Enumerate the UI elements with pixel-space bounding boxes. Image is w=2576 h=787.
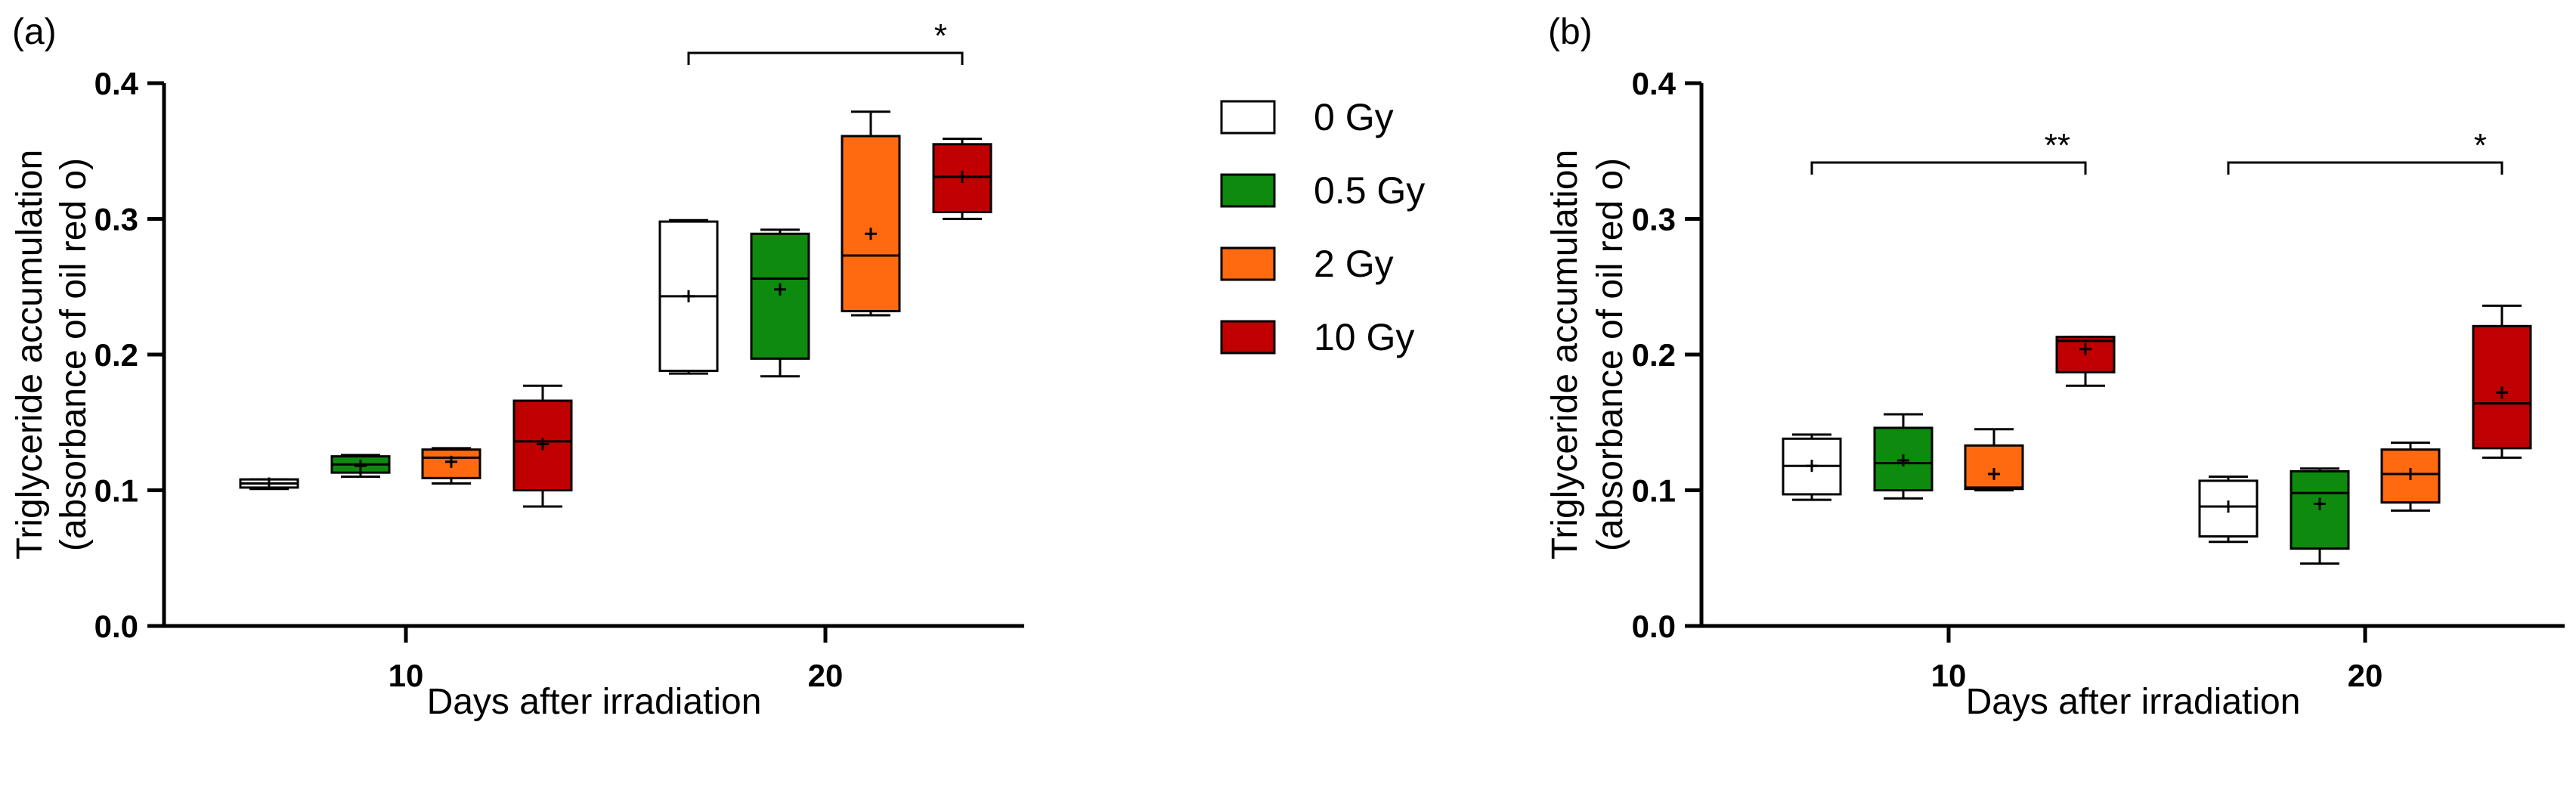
legend-swatch bbox=[1220, 100, 1276, 135]
box-10gy-day10 bbox=[2055, 336, 2116, 387]
y-axis-title-line1: Triglyceride accumulation bbox=[1545, 150, 1585, 559]
y-tick-label: 0.3 bbox=[94, 202, 138, 237]
box-0gy-day20 bbox=[2198, 476, 2259, 544]
legend-item-2gy: 2 Gy bbox=[1220, 243, 1394, 285]
box-iqr bbox=[1964, 444, 2024, 491]
box-10gy-day20 bbox=[932, 138, 992, 220]
box-0.5gy-day20 bbox=[2290, 467, 2350, 565]
box-2gy-day10 bbox=[1964, 428, 2024, 491]
legend-label: 10 Gy bbox=[1314, 316, 1414, 358]
box-iqr bbox=[2290, 469, 2350, 550]
significance-bracket: ** bbox=[1810, 127, 2087, 175]
box-0.5gy-day10 bbox=[1873, 413, 1934, 500]
box-0gy-day20 bbox=[658, 218, 719, 375]
box-10gy-day20 bbox=[2472, 304, 2532, 459]
y-tick-label: 0.3 bbox=[1632, 202, 1676, 237]
y-axis-title-line2: (absorbance of oil red o) bbox=[1590, 158, 1630, 551]
x-axis-title: Days after irradiation bbox=[1966, 682, 2301, 722]
x-tick-label: 20 bbox=[808, 658, 844, 693]
bracket-line bbox=[687, 51, 964, 65]
box-10gy-day10 bbox=[512, 384, 573, 508]
significance-label: ** bbox=[2045, 127, 2070, 164]
significance-label: * bbox=[2474, 127, 2487, 164]
x-tick-label: 10 bbox=[1931, 658, 1967, 693]
box-0.5gy-day10 bbox=[330, 454, 391, 479]
box-iqr bbox=[750, 232, 810, 360]
box-2gy-day10 bbox=[421, 447, 481, 485]
legend-label: 0.5 Gy bbox=[1314, 169, 1425, 212]
x-axis-title: Days after irradiation bbox=[427, 682, 762, 722]
legend-swatch bbox=[1220, 173, 1276, 208]
legend-swatch bbox=[1220, 320, 1276, 355]
y-axis-title-line2: (absorbance of oil red o) bbox=[54, 158, 94, 551]
legend-label: 2 Gy bbox=[1314, 243, 1394, 285]
panel-label: (b) bbox=[1548, 12, 1593, 52]
legend: 0 Gy 0.5 Gy 2 Gy 10 Gy bbox=[1220, 96, 1425, 358]
significance-label: * bbox=[934, 17, 947, 54]
y-tick-label: 0.0 bbox=[1632, 609, 1676, 644]
box-2gy-day20 bbox=[2380, 442, 2441, 512]
y-tick-label: 0.2 bbox=[1632, 337, 1676, 373]
box-0gy-day10 bbox=[239, 477, 299, 491]
legend-item-10gy: 10 Gy bbox=[1220, 316, 1414, 358]
y-tick-label: 0.2 bbox=[94, 337, 138, 373]
significance-bracket: * bbox=[687, 17, 964, 65]
significance-bracket: * bbox=[2227, 127, 2503, 175]
y-tick-label: 0.0 bbox=[94, 609, 138, 644]
y-tick-label: 0.4 bbox=[1632, 66, 1677, 101]
box-0.5gy-day20 bbox=[750, 228, 810, 378]
y-tick-label: 0.1 bbox=[94, 473, 138, 509]
legend-swatch bbox=[1220, 246, 1276, 281]
y-tick-label: 0.4 bbox=[94, 66, 139, 101]
y-tick-label: 0.1 bbox=[1632, 473, 1676, 509]
box-2gy-day20 bbox=[841, 110, 901, 317]
x-tick-label: 20 bbox=[2348, 658, 2383, 693]
x-tick-label: 10 bbox=[389, 658, 424, 693]
y-axis-title-line1: Triglyceride accumulation bbox=[10, 150, 50, 559]
panel-label: (a) bbox=[12, 12, 57, 52]
bracket-line bbox=[2227, 161, 2503, 175]
legend-item-0gy: 0 Gy bbox=[1220, 96, 1394, 138]
legend-label: 0 Gy bbox=[1314, 96, 1394, 138]
bracket-line bbox=[1810, 161, 2087, 175]
box-0gy-day10 bbox=[1782, 433, 1842, 501]
legend-item-0.5gy: 0.5 Gy bbox=[1220, 169, 1425, 212]
box-iqr bbox=[841, 135, 901, 313]
